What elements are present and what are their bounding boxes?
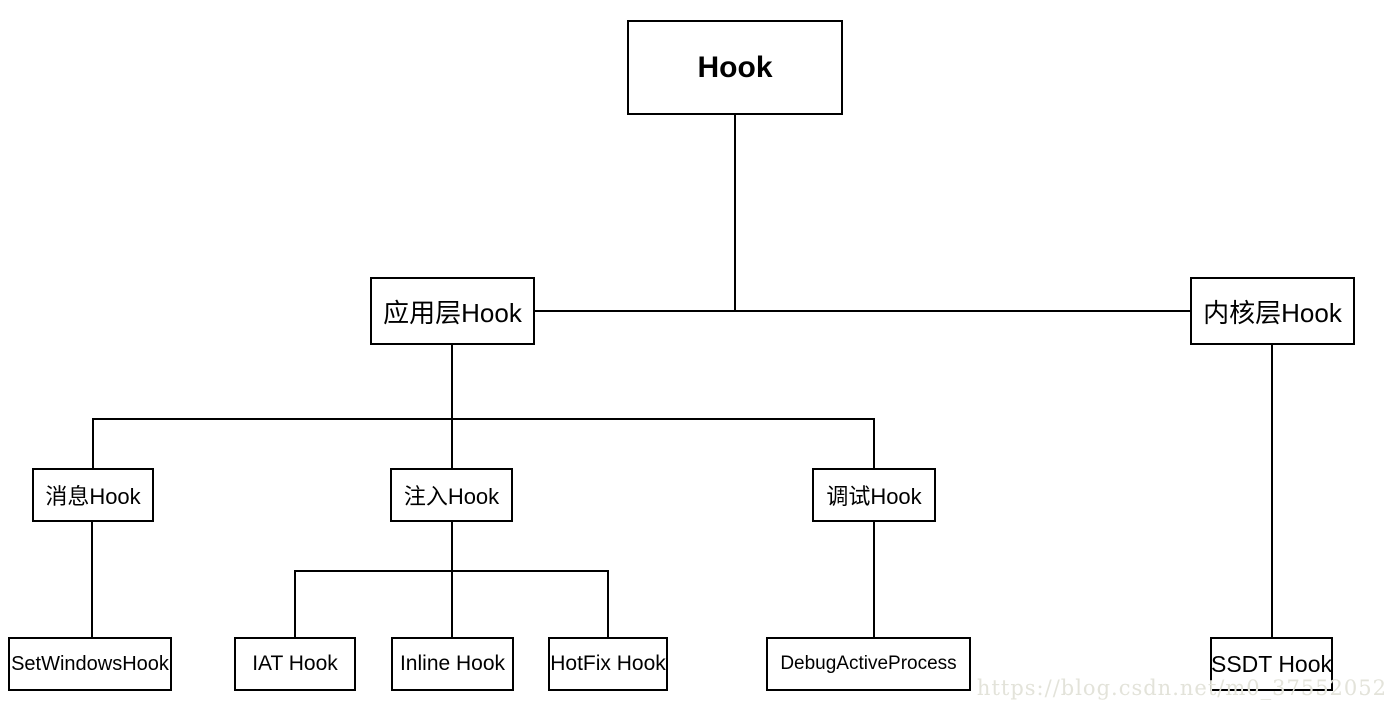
node-debug-hook: 调试Hook	[812, 468, 936, 522]
node-ssdt-hook: SSDT Hook	[1210, 637, 1333, 691]
connector-message-down	[91, 522, 93, 637]
node-app-layer-hook: 应用层Hook	[370, 277, 535, 345]
connector-message-drop	[92, 418, 94, 468]
node-hotfix-hook: HotFix Hook	[548, 637, 668, 691]
csdn-watermark: https://blog.csdn.net/m0_37552052	[976, 676, 1387, 700]
connector-debugactiveprocess-down	[873, 522, 875, 637]
connector-app-layer-down	[451, 345, 453, 468]
node-kernel-layer-hook: 内核层Hook	[1190, 277, 1355, 345]
node-message-hook: 消息Hook	[32, 468, 154, 522]
node-setwindowshook: SetWindowsHook	[8, 637, 172, 691]
connector-kernel-layer-down	[1271, 345, 1273, 637]
node-hook: Hook	[627, 20, 843, 115]
node-iat-hook: IAT Hook	[234, 637, 356, 691]
connector-root-down	[734, 115, 736, 312]
connector-level3-horizontal	[92, 418, 875, 420]
connector-debug-drop	[873, 418, 875, 468]
node-inline-hook: Inline Hook	[391, 637, 514, 691]
connector-inject-down	[451, 522, 453, 637]
connector-level4-horizontal	[294, 570, 609, 572]
connector-level2-horizontal	[535, 310, 1190, 312]
node-debugactiveprocess: DebugActiveProcess	[766, 637, 971, 691]
connector-hotfix-drop	[607, 570, 609, 637]
node-inject-hook: 注入Hook	[390, 468, 513, 522]
connector-iat-drop	[294, 570, 296, 637]
